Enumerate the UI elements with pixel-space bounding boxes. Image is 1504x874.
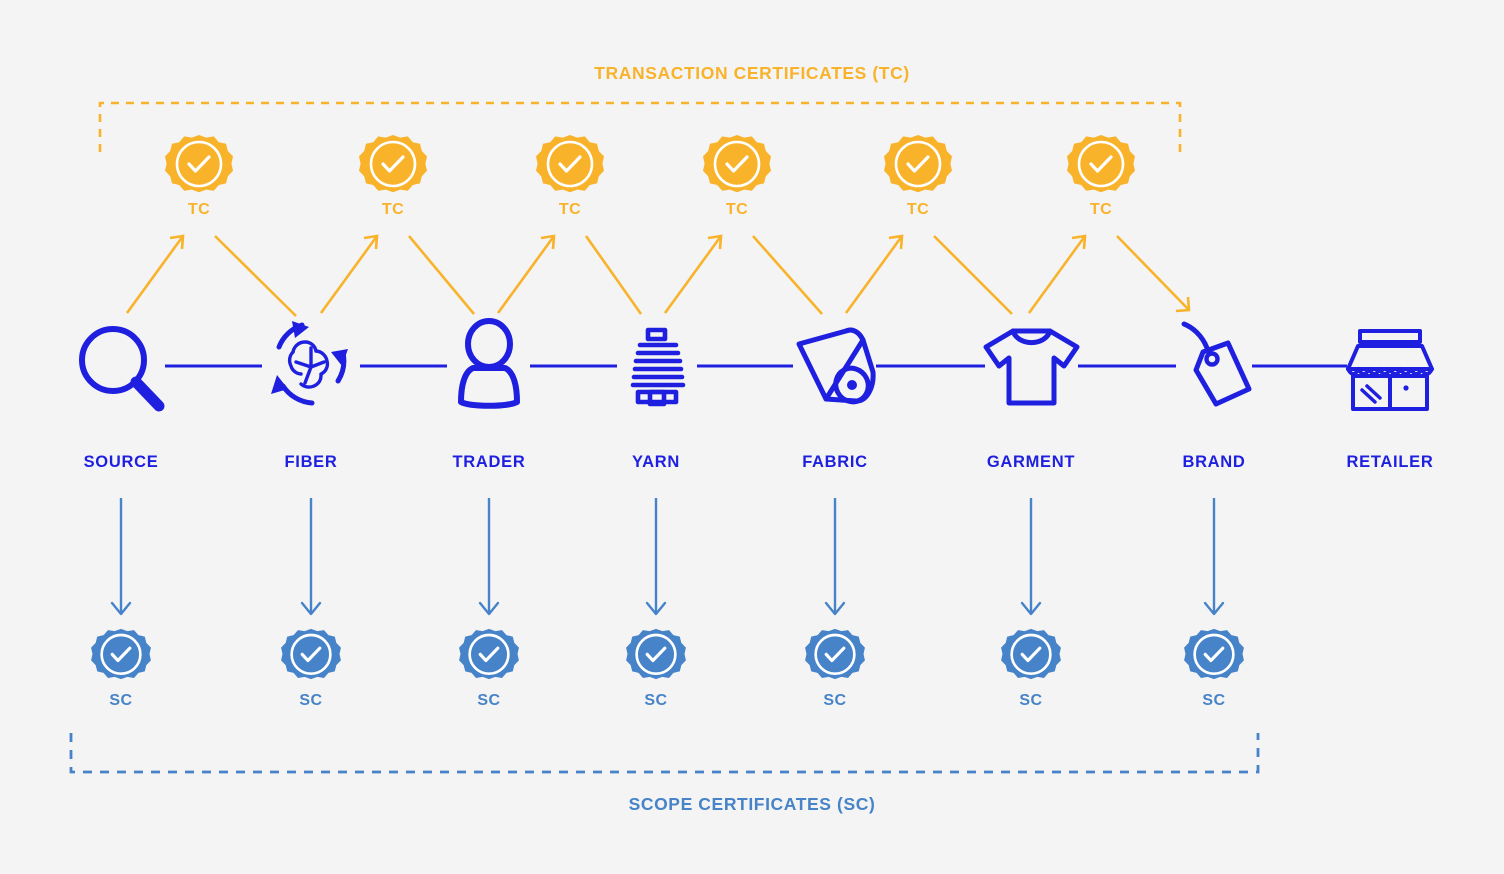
tc-arrow-up [1027, 234, 1087, 314]
sc-label: SC [109, 692, 133, 709]
sc-bracket [69, 733, 1260, 774]
tc-line-down [933, 235, 1013, 315]
sc-arrow [110, 498, 132, 616]
tshirt-icon [983, 328, 1080, 406]
person-icon [458, 318, 520, 409]
sc-arrow [824, 498, 846, 616]
sc-label: SC [1202, 692, 1226, 709]
node-label-source: SOURCE [83, 453, 159, 471]
sc-arrow [478, 498, 500, 616]
node-label-yarn: YARN [631, 453, 681, 471]
node-label-garment: GARMENT [986, 453, 1076, 471]
tc-arrow-up [663, 234, 723, 314]
node-label-brand: BRAND [1182, 453, 1246, 471]
fiber-recycle-icon [271, 321, 348, 406]
tc-label: TC [906, 201, 930, 218]
tc-arrow-up [125, 234, 185, 314]
sc-badge-group [91, 628, 1244, 680]
sc-arrow [645, 498, 667, 616]
node-label-fabric: FABRIC [802, 453, 868, 471]
node-label-retailer: RETAILER [1346, 453, 1434, 471]
storefront-icon [1346, 329, 1434, 411]
tc-bracket [98, 101, 1182, 152]
price-tag-icon [1181, 321, 1252, 407]
sc-label: SC [823, 692, 847, 709]
tc-arrow-group [125, 234, 1191, 317]
tc-label: TC [381, 201, 405, 218]
tc-line-down [584, 235, 643, 315]
sc-arrow [1020, 498, 1042, 616]
tc-line-down [752, 235, 823, 315]
tc-line-down [408, 235, 475, 315]
magnifier-icon [79, 326, 165, 412]
sc-arrow [300, 498, 322, 616]
sc-label: SC [299, 692, 323, 709]
tc-line-down [214, 235, 297, 317]
scope-certificates-title: SCOPE CERTIFICATES (SC) [628, 794, 876, 814]
sc-label: SC [644, 692, 668, 709]
tc-label: TC [725, 201, 749, 218]
tc-badge-group [165, 135, 1135, 193]
sc-arrow [1203, 498, 1225, 616]
sc-label: SC [1019, 692, 1043, 709]
transaction-certificates-title: TRANSACTION CERTIFICATES (TC) [594, 63, 910, 83]
tc-arrow-up [319, 234, 379, 314]
tc-arrow-up [496, 234, 556, 314]
fabric-roll-icon [796, 327, 876, 405]
tc-arrow-up [844, 234, 904, 314]
node-label-fiber: FIBER [284, 453, 338, 471]
node-label-trader: TRADER [452, 453, 526, 471]
sc-label: SC [477, 692, 501, 709]
tc-arrow-down-brand [1116, 235, 1191, 313]
tc-label: TC [558, 201, 582, 218]
sc-arrow-group [110, 498, 1225, 616]
tc-label: TC [1089, 201, 1113, 218]
tc-label: TC [187, 201, 211, 218]
yarn-spool-icon [630, 327, 686, 407]
